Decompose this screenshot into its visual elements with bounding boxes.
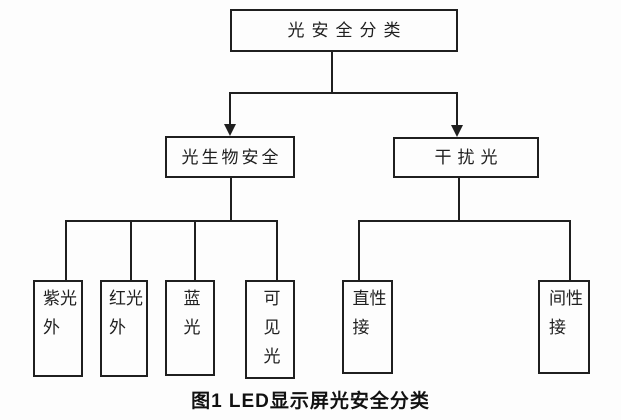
node-direct: 直接性: [342, 280, 393, 374]
arrowhead-glare: [451, 125, 463, 137]
node-indirect: 间接性: [538, 280, 590, 374]
node-direct-label: 直接性: [349, 289, 386, 347]
node-visible-light-label: 可见光: [260, 289, 280, 376]
node-light-safety-classification: 光安全分类: [230, 9, 458, 52]
node-photobiological-safety: 光生物安全: [165, 136, 295, 178]
node-infrared-light-label: 红外光: [106, 289, 142, 347]
node-indirect-label: 间接性: [546, 289, 582, 347]
node-blue-light-label: 蓝光: [180, 289, 200, 347]
node-ultraviolet-light: 紫外光: [33, 280, 83, 377]
node-blue-light: 蓝光: [165, 280, 215, 376]
figure-caption: 图1 LED显示屏光安全分类: [191, 391, 430, 412]
node-ultraviolet-light-label: 紫外光: [40, 289, 76, 347]
node-visible-light: 可见光: [245, 280, 295, 379]
node-interference-light: 干扰光: [393, 137, 539, 178]
arrowhead-bio: [224, 124, 236, 136]
node-infrared-light: 红外光: [100, 280, 148, 377]
